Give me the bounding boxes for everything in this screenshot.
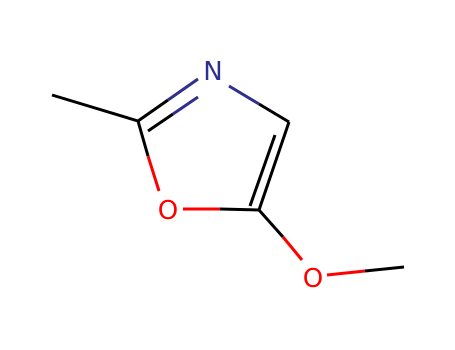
bond-o1-c2-red: [146, 155, 161, 192]
atom-o1-label: O: [158, 196, 178, 226]
bond-c2-n-inner-black: [147, 112, 174, 133]
bond-methyl-c2: [51, 93, 139, 123]
bond-n-c4-black: [258, 102, 290, 124]
bond-c4-c5: [257, 121, 291, 211]
bond-c5-o2-red: [281, 236, 304, 261]
atom-o2-label: O: [303, 264, 323, 294]
bond-o2-methyl-red: [326, 269, 366, 277]
bond-c2-n-blue: [167, 77, 199, 102]
bond-o2-methyl-black: [364, 265, 405, 273]
bond-o1-c2-black: [136, 120, 150, 157]
atom-n1-label: N: [203, 57, 222, 87]
bond-c5-o2-black: [257, 209, 285, 238]
bond-c5-o1-black: [219, 207, 260, 212]
bond-c2-n-inner-blue: [172, 95, 199, 116]
bond-c4-c5-inner: [248, 134, 277, 207]
bond-c2-n-black: [137, 98, 169, 123]
bond-n-c4-blue: [228, 84, 260, 106]
